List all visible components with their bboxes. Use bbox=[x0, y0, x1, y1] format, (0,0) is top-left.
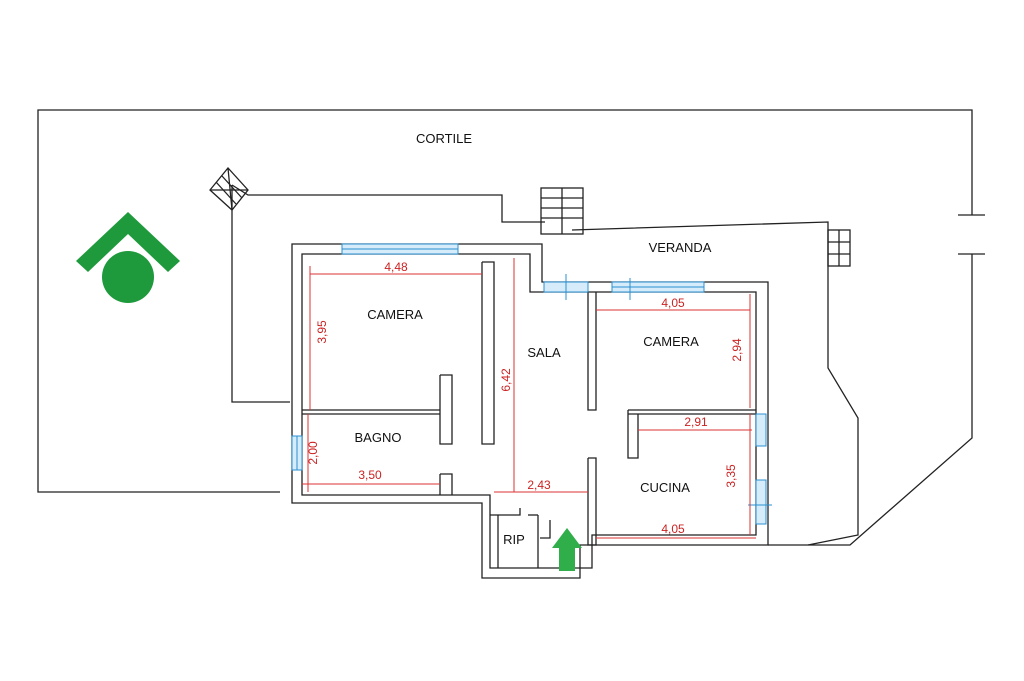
dimension-lines bbox=[302, 258, 756, 539]
stairs-right-icon bbox=[827, 229, 851, 267]
dim-bagno-width: 3,50 bbox=[358, 468, 382, 482]
camera-left-label: CAMERA bbox=[367, 307, 423, 322]
green-up-arrow-icon bbox=[552, 528, 582, 571]
stairs-center-icon bbox=[540, 187, 584, 235]
courtyard-label: CORTILE bbox=[416, 131, 472, 146]
dim-bagno-depth: 2,00 bbox=[306, 441, 320, 465]
dim-cucina-width-top: 2,91 bbox=[684, 415, 708, 429]
dim-sala-depth: 6,42 bbox=[499, 368, 513, 392]
windows bbox=[291, 243, 772, 525]
dim-camera-left-depth: 3,95 bbox=[315, 320, 329, 344]
dim-sala-width: 2,43 bbox=[527, 478, 551, 492]
apartment-walls bbox=[291, 243, 769, 579]
green-house-logo-icon bbox=[76, 212, 180, 303]
dim-camera-right-depth: 2,94 bbox=[730, 338, 744, 362]
sala-label: SALA bbox=[527, 345, 561, 360]
rip-label: RIP bbox=[503, 532, 525, 547]
dim-cucina-depth: 3,35 bbox=[724, 464, 738, 488]
veranda-label: VERANDA bbox=[649, 240, 712, 255]
cucina-label: CUCINA bbox=[640, 480, 690, 495]
dim-cucina-width-bottom: 4,05 bbox=[661, 522, 685, 536]
stairs-left-icon bbox=[209, 167, 249, 211]
bagno-label: BAGNO bbox=[355, 430, 402, 445]
camera-right-label: CAMERA bbox=[643, 334, 699, 349]
dim-camera-left-width: 4,48 bbox=[384, 260, 408, 274]
dim-camera-right-width: 4,05 bbox=[661, 296, 685, 310]
courtyard-outline bbox=[37, 109, 985, 546]
